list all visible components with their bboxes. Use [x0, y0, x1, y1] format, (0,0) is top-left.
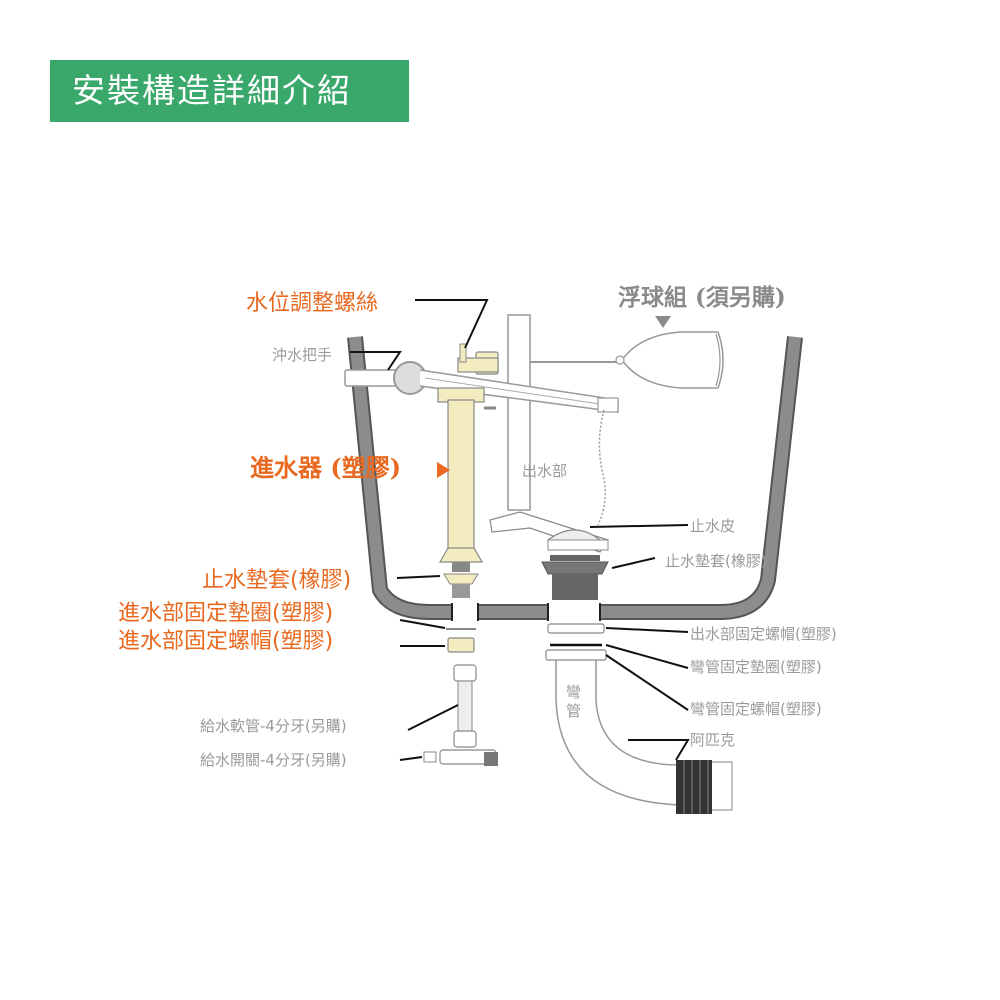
- label-elbow-pipe-line1: 彎: [566, 683, 581, 701]
- outlet-under-parts: [545, 623, 681, 806]
- rubber-coupler: [676, 760, 733, 814]
- label-flush-handle: 沖水把手: [272, 346, 332, 364]
- label-supply-hose: 給水軟管-4分牙(另購): [200, 717, 347, 735]
- label-supply-valve: 給水開關-4分牙(另購): [200, 751, 347, 769]
- outlet-column: [507, 314, 620, 511]
- title-banner: 安裝構造詳細介紹: [50, 60, 409, 122]
- label-water-level-screw: 水位調整螺絲: [246, 291, 378, 316]
- inlet-valve: [437, 343, 499, 598]
- label-flapper: 止水皮: [690, 517, 735, 535]
- leader-lines: [350, 299, 690, 761]
- float-pointer-icon: [655, 316, 671, 328]
- label-outlet-part: 出水部: [522, 462, 567, 480]
- label-inlet-fixing-washer: 進水部固定墊圈(塑膠): [118, 601, 333, 626]
- inlet-under-parts: [423, 628, 498, 766]
- flapper: [489, 511, 609, 600]
- inlet-pointer-icon: [437, 462, 450, 478]
- label-inlet-fixing-nut: 進水部固定螺帽(塑膠): [118, 629, 333, 654]
- flush-handle: [344, 361, 619, 413]
- tank-wall: [347, 336, 803, 622]
- flush-chain: [597, 409, 606, 526]
- label-float-set: 浮球組 (須另購): [618, 284, 786, 311]
- label-outlet-fixing-nut: 出水部固定螺帽(塑膠): [690, 625, 837, 643]
- label-rubber-coupler: 阿匹克: [690, 731, 735, 749]
- label-outlet-rubber-sleeve: 止水墊套(橡膠): [665, 552, 767, 570]
- label-inlet-rubber-sleeve: 止水墊套(橡膠): [202, 568, 351, 593]
- label-inlet-valve: 進水器 (塑膠): [250, 453, 401, 482]
- float-ball: [615, 331, 724, 389]
- page-title: 安裝構造詳細介紹: [72, 71, 352, 110]
- label-elbow-fixing-washer: 彎管固定墊圈(塑膠): [690, 658, 822, 676]
- label-elbow-pipe-line2: 管: [566, 702, 581, 720]
- label-elbow-fixing-nut: 彎管固定螺帽(塑膠): [690, 700, 822, 718]
